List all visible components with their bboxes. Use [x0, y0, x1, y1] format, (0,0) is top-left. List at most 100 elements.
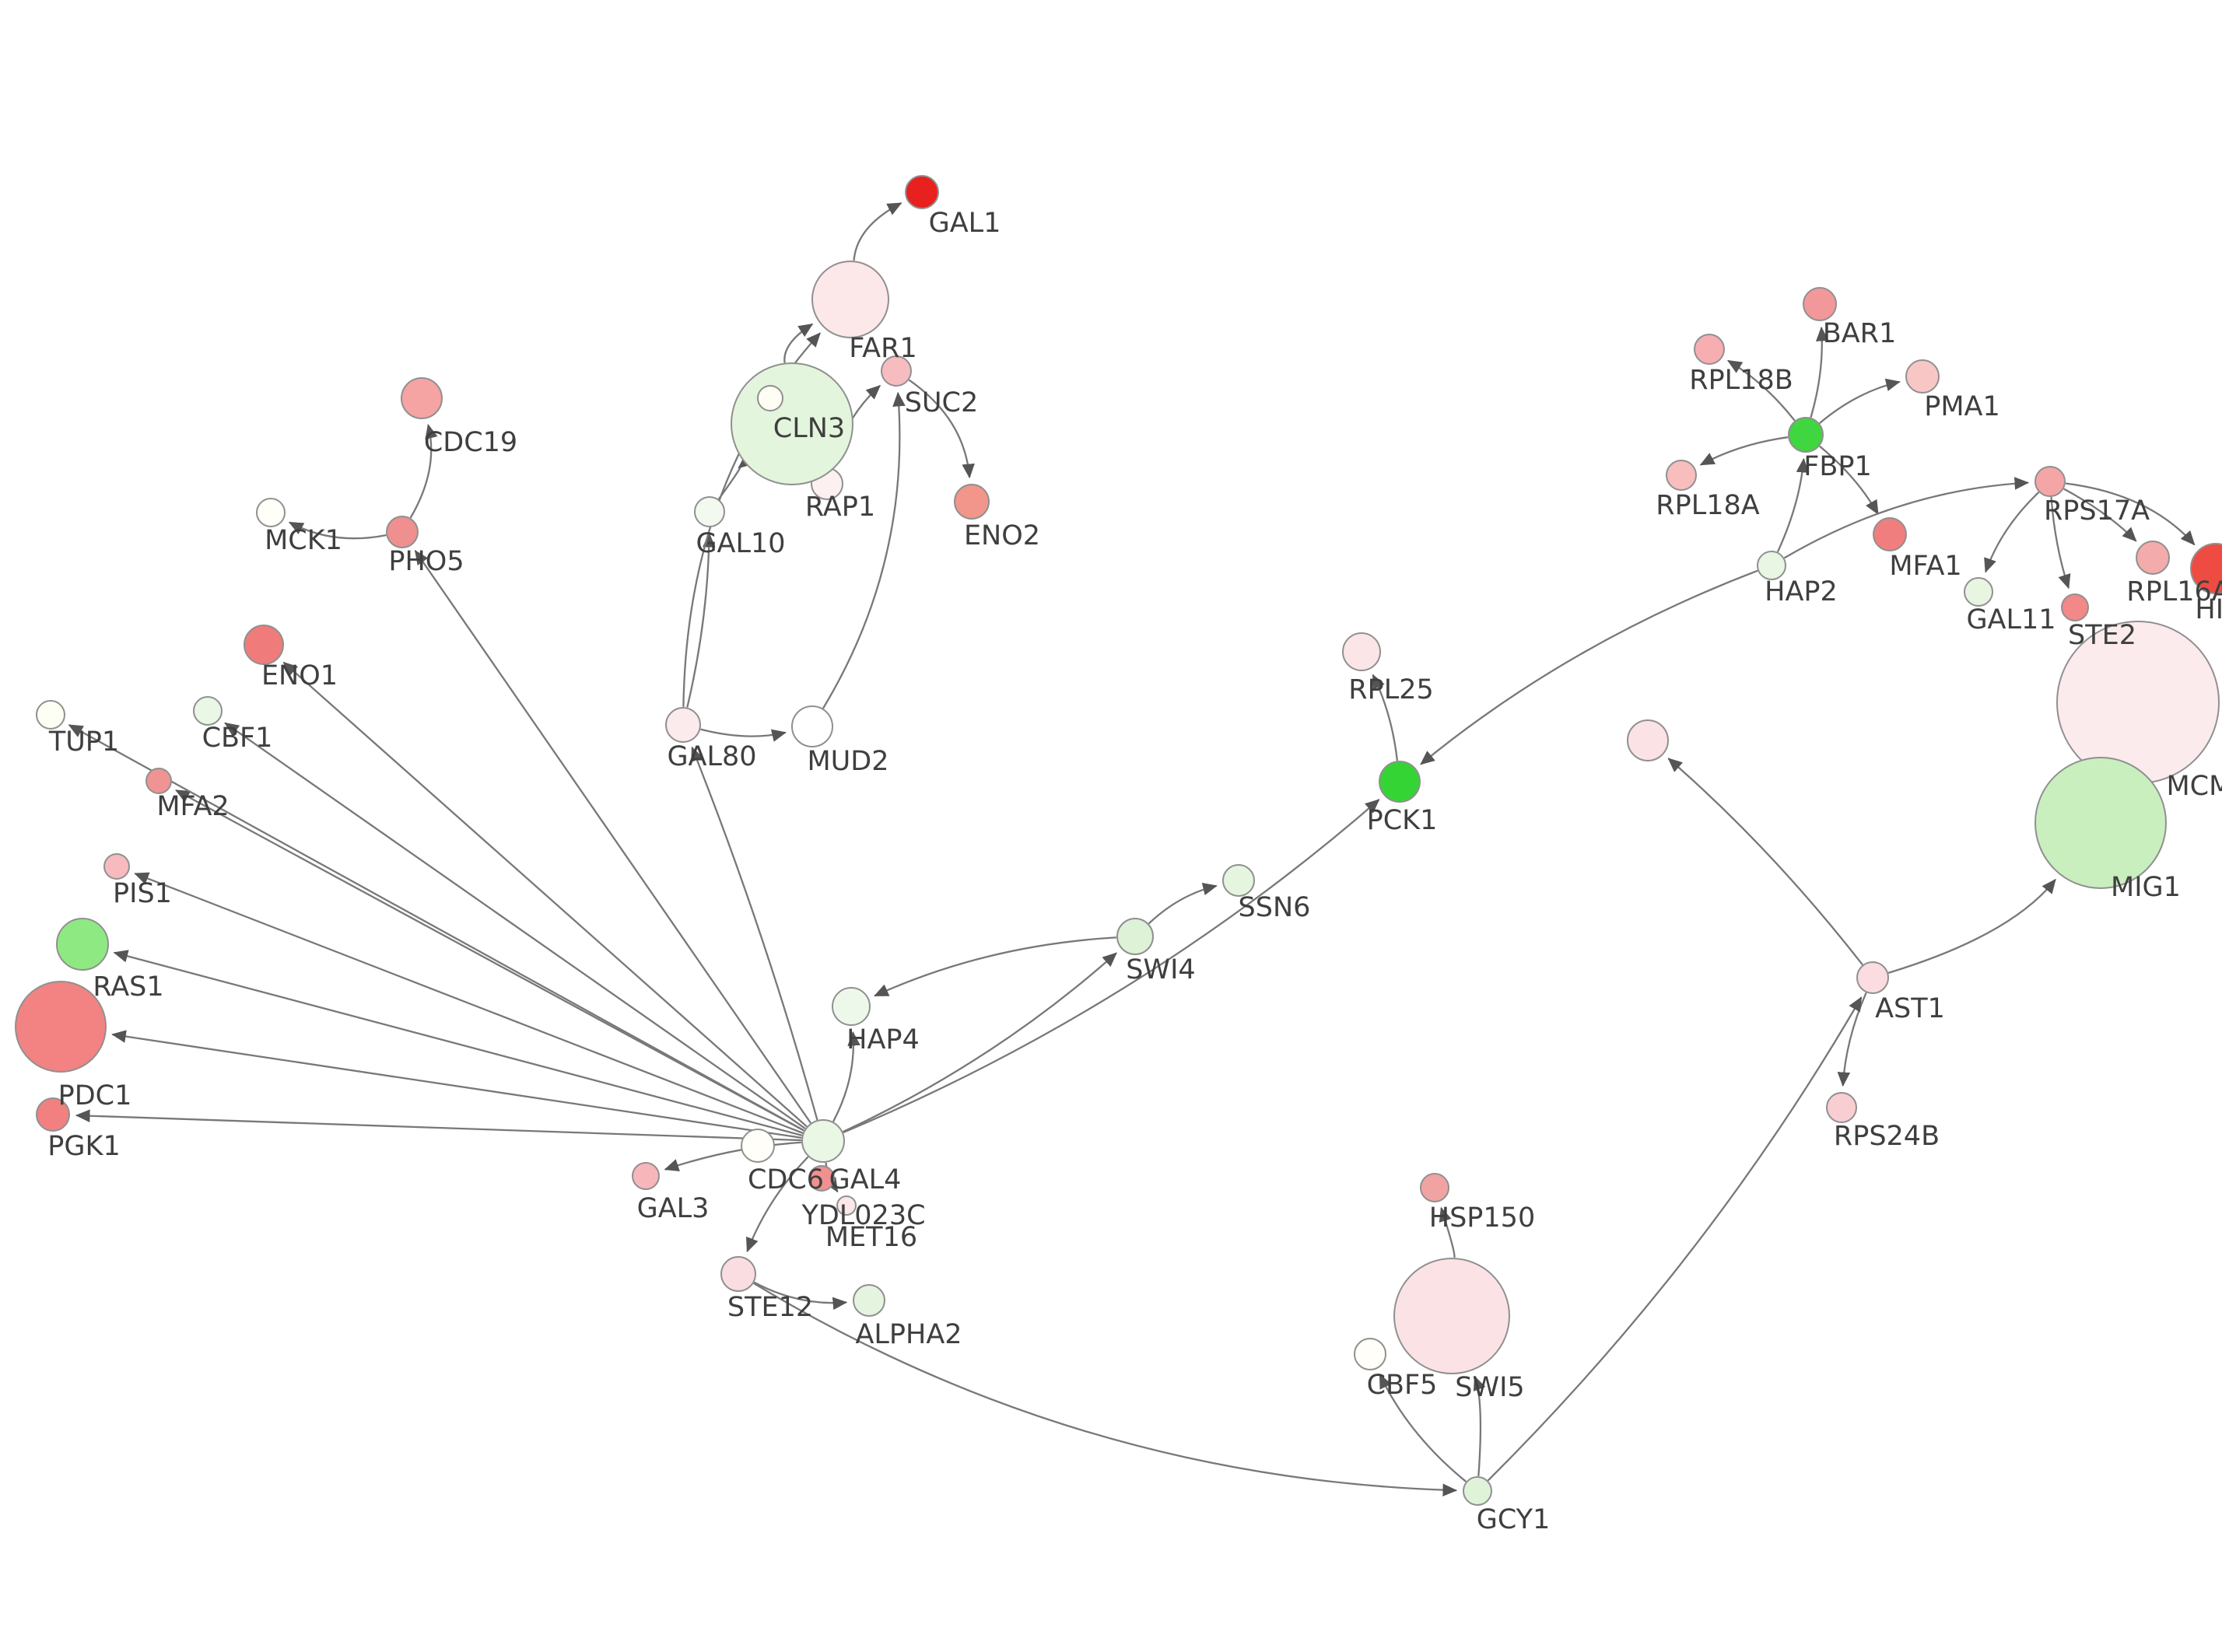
edge-hap2-fbp1: [1777, 457, 1810, 552]
node-label-met16: MET16: [825, 1222, 917, 1253]
node-cbf5[interactable]: [1354, 1338, 1386, 1370]
edge-ste12-alpha2: [754, 1282, 848, 1311]
node-label-pgk1: PGK1: [47, 1131, 120, 1162]
edge-rps17a-his4: [2065, 482, 2196, 546]
edge-gal4-cbf1: [224, 722, 806, 1129]
edge-cln3-far1: [783, 323, 814, 363]
node-cbf1[interactable]: [193, 696, 223, 726]
node-label-ste2: STE2: [2068, 620, 2136, 651]
node-rpl16a[interactable]: [2136, 541, 2170, 575]
edge-gcy1-ast1: [1488, 996, 1863, 1482]
node-rps17a[interactable]: [2034, 466, 2066, 497]
edge-ast1-rps24b: [1837, 992, 1867, 1087]
node-label-pho5: PHO5: [388, 546, 464, 577]
node-rpl18b[interactable]: [1694, 334, 1725, 365]
node-label-mfa1: MFA1: [1889, 551, 1961, 582]
node-label-gal10: GAL10: [696, 528, 785, 559]
node-far1[interactable]: [811, 261, 889, 338]
node-label-ras1: RAS1: [93, 971, 163, 1003]
edge-gal4-pis1: [134, 872, 804, 1134]
node-his4[interactable]: [2190, 543, 2222, 594]
node-rps24b[interactable]: [1826, 1092, 1857, 1123]
node-gcy1[interactable]: [1463, 1476, 1492, 1506]
node-label-gcy1: GCY1: [1477, 1504, 1551, 1535]
node-fbp1[interactable]: [1788, 417, 1824, 453]
node-eno1[interactable]: [244, 625, 284, 665]
node-label-ydl023c: YDL023C: [801, 1200, 925, 1231]
node-swi4[interactable]: [1116, 918, 1154, 955]
nodes-layer: [15, 175, 2222, 1506]
node-ssn6[interactable]: [1222, 864, 1255, 897]
node-ras1[interactable]: [56, 918, 109, 971]
node-bar1[interactable]: [1803, 287, 1837, 321]
node-pma1[interactable]: [1905, 359, 1940, 394]
node-eno2[interactable]: [954, 484, 990, 520]
node-mck1[interactable]: [256, 498, 286, 527]
node-label-mck1: MCK1: [265, 525, 342, 556]
node-label-swi4: SWI4: [1126, 954, 1195, 985]
node-gal4[interactable]: [801, 1119, 845, 1163]
node-pck1[interactable]: [1379, 761, 1421, 803]
node-label-pck1: PCK1: [1367, 805, 1438, 836]
node-hsp150[interactable]: [1420, 1173, 1449, 1202]
edge-swi5-hsp150: [1439, 1206, 1456, 1258]
node-gal10[interactable]: [694, 496, 725, 527]
node-node_a[interactable]: [757, 385, 783, 411]
node-mfa1[interactable]: [1873, 517, 1907, 551]
node-label-rpl16a: RPL16A: [2126, 576, 2222, 607]
node-suc2[interactable]: [881, 355, 912, 387]
node-label-fbp1: FBP1: [1803, 451, 1872, 482]
node-cdc6[interactable]: [741, 1129, 775, 1163]
node-ydl023c[interactable]: [808, 1165, 835, 1192]
node-label-cdc6: CDC6: [748, 1164, 824, 1195]
edges-layer: [68, 202, 2196, 1496]
node-rpl25[interactable]: [1342, 632, 1381, 671]
node-tup1[interactable]: [36, 700, 65, 730]
node-label-rpl25: RPL25: [1348, 674, 1433, 705]
node-label-eno2: ENO2: [964, 520, 1040, 551]
node-gal1[interactable]: [905, 175, 939, 209]
edge-gal4-pck1: [843, 799, 1380, 1133]
node-label-pdc1: PDC1: [58, 1080, 132, 1111]
node-label-ste12: STE12: [727, 1292, 813, 1323]
node-ast1[interactable]: [1856, 961, 1889, 994]
node-label-eno1: ENO1: [261, 660, 338, 691]
node-hap4[interactable]: [832, 987, 871, 1026]
edge-gal4-tup1: [68, 724, 804, 1132]
node-mig1[interactable]: [2034, 757, 2167, 889]
edge-fbp1-mfa1: [1819, 446, 1879, 515]
node-mud2[interactable]: [791, 705, 833, 747]
node-pis1[interactable]: [103, 853, 130, 880]
node-label-gal11: GAL11: [1966, 604, 2056, 635]
edge-gcy1-swi5: [1473, 1375, 1486, 1477]
node-alpha2[interactable]: [853, 1284, 885, 1317]
node-ste2[interactable]: [2061, 593, 2089, 621]
edge-gal4-gal80: [691, 746, 818, 1121]
node-pgk1[interactable]: [36, 1097, 70, 1132]
node-label-tup1: TUP1: [48, 726, 119, 758]
node-mfa2[interactable]: [145, 768, 172, 794]
node-pho5[interactable]: [386, 516, 419, 548]
edge-gal10-cln3: [718, 454, 754, 500]
node-label-alpha2: ALPHA2: [855, 1319, 962, 1350]
edge-rps17a-ste2: [2050, 496, 2071, 590]
node-label-rps24b: RPS24B: [1834, 1121, 1940, 1152]
node-gal80[interactable]: [665, 707, 701, 743]
node-label-mud2: MUD2: [807, 746, 888, 777]
node-gal11[interactable]: [1964, 577, 1993, 607]
node-ste12[interactable]: [720, 1256, 756, 1292]
node-cdc19[interactable]: [401, 377, 443, 419]
node-gal3[interactable]: [632, 1162, 660, 1190]
node-label-mig1: MIG1: [2111, 872, 2181, 903]
node-swi5[interactable]: [1393, 1258, 1510, 1374]
node-label-cbf1: CBF1: [202, 723, 273, 754]
edge-gal4-hap4: [832, 1031, 860, 1122]
node-hap2[interactable]: [1757, 551, 1786, 580]
node-label-far1: FAR1: [849, 333, 916, 364]
node-pdc1[interactable]: [15, 981, 107, 1073]
node-met16[interactable]: [836, 1195, 857, 1216]
node-rpl18a[interactable]: [1666, 460, 1697, 491]
node-node_b[interactable]: [1627, 719, 1669, 761]
edge-suc2-eno2: [909, 379, 975, 479]
